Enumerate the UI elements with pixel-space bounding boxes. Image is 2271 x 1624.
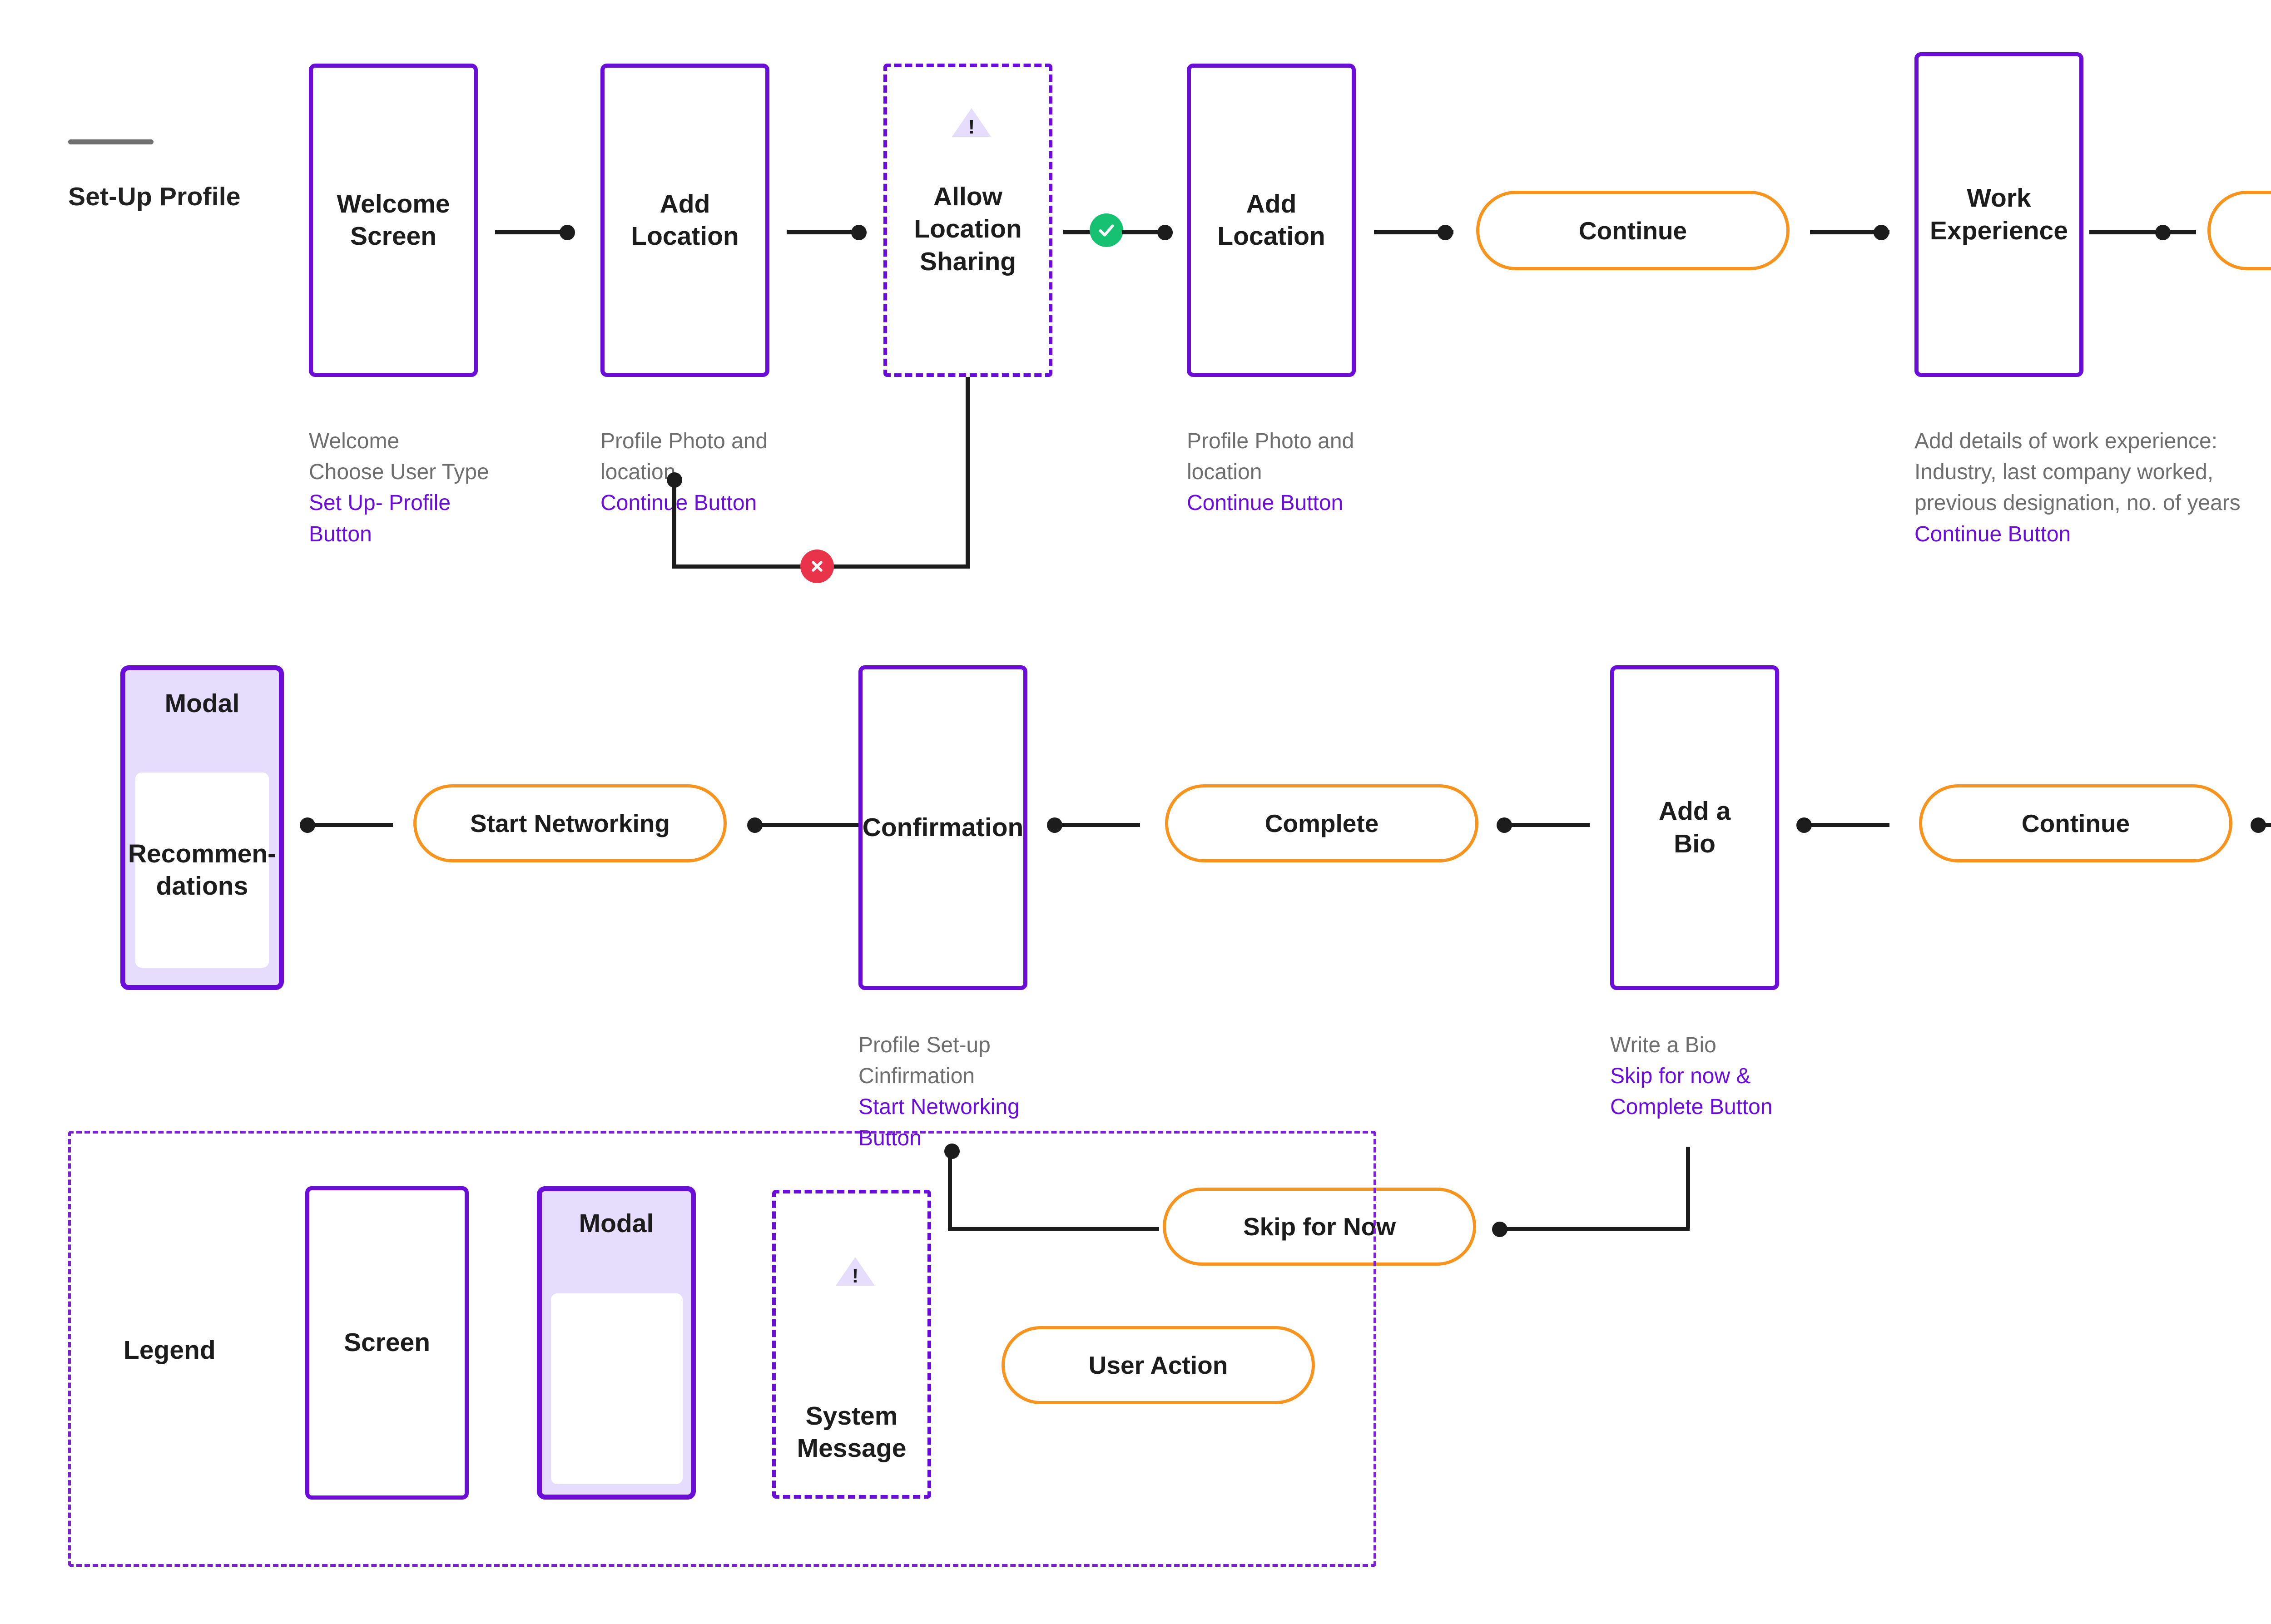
legend-system-message-label: System Message <box>797 1401 907 1463</box>
screen-add-location-2-label: Add Location <box>1217 189 1325 251</box>
modal-recommendations-title: Modal <box>164 689 240 718</box>
caption-add-location-2-text: Profile Photo and location <box>1187 429 1354 485</box>
action-continue-3[interactable]: Continue <box>1919 784 2232 862</box>
warning-triangle-icon <box>952 108 991 137</box>
screen-add-location-1[interactable]: Add Location <box>600 64 769 377</box>
caption-work-experience-accent: Continue Button <box>1914 522 2071 546</box>
connector-workexperience-to-continue2 <box>2089 230 2196 234</box>
connector-dot <box>560 225 575 240</box>
warning-exclamation: ! <box>968 116 975 138</box>
connector-addabio-to-continue3 <box>1805 823 1889 827</box>
connector-dot <box>1157 225 1173 240</box>
system-message-allow-location-sharing[interactable]: ! Allow Location Sharing <box>883 64 1052 377</box>
caption-work-experience-text: Add details of work experience: Industry… <box>1914 429 2241 515</box>
connector-dot <box>1438 225 1453 240</box>
screen-add-location-2[interactable]: Add Location <box>1187 64 1356 377</box>
legend-container <box>68 1131 1376 1567</box>
caption-add-a-bio-accent: Skip for now & Complete Button <box>1610 1064 1773 1119</box>
legend-modal-sample: Modal <box>537 1186 696 1500</box>
legend-modal-body <box>551 1293 683 1484</box>
action-skip-for-now-label: Skip for Now <box>1243 1213 1396 1241</box>
action-continue-3-label: Continue <box>2021 809 2130 837</box>
modal-recommendations-body: Recommen- dations <box>128 772 276 968</box>
action-start-networking-label: Start Networking <box>470 809 670 837</box>
legend-system-message-sample: ! System Message <box>772 1190 931 1499</box>
legend-modal-label: Modal <box>579 1209 654 1238</box>
caption-work-experience: Add details of work experience: Industry… <box>1914 395 2271 581</box>
screen-confirmation-label: Confirmation <box>862 812 1024 842</box>
connector-skip-left-horizontal <box>948 1227 1159 1231</box>
caption-confirmation: Profile Set-up Cinfirmation Start Networ… <box>858 999 1113 1185</box>
legend-screen-sample: Screen <box>305 1186 469 1500</box>
connector-welcome-to-addlocation <box>495 230 575 234</box>
connector-dot <box>1874 225 1889 240</box>
modal-recommendations-body-label: Recommen- dations <box>128 839 277 901</box>
action-continue-1-label: Continue <box>1578 216 1687 245</box>
section-rule <box>68 139 154 144</box>
action-complete-label: Complete <box>1264 809 1379 837</box>
caption-add-location-1-text: Profile Photo and location <box>600 429 768 485</box>
connector-skip-right-vertical <box>1686 1147 1690 1228</box>
caption-welcome-text: Welcome Choose User Type <box>309 429 489 485</box>
check-icon <box>1090 213 1123 247</box>
legend-user-action-sample: User Action <box>1002 1326 1315 1404</box>
system-message-label: Allow Location Sharing <box>914 182 1022 276</box>
connector-addlocation-to-allowsharing <box>787 230 866 234</box>
screen-add-a-bio[interactable]: Add a Bio <box>1610 665 1779 990</box>
legend-user-action-label: User Action <box>1088 1351 1228 1379</box>
caption-add-a-bio-text: Write a Bio <box>1610 1033 1716 1058</box>
connector-complete-to-addabio <box>1506 823 1590 827</box>
action-continue-2[interactable]: Continue <box>2207 191 2271 270</box>
connector-skip-right-horizontal <box>1499 1227 1690 1231</box>
action-skip-for-now[interactable]: Skip for Now <box>1163 1188 1476 1266</box>
warning-triangle-icon <box>836 1257 875 1286</box>
caption-confirmation-accent: Start Networking Button <box>858 1095 1020 1150</box>
connector-denied-up <box>672 475 676 568</box>
caption-add-a-bio: Write a Bio Skip for now & Complete Butt… <box>1610 999 1883 1154</box>
caption-confirmation-text: Profile Set-up Cinfirmation <box>858 1033 991 1089</box>
action-complete[interactable]: Complete <box>1165 784 1478 862</box>
connector-modal-to-startnetworking <box>309 823 393 827</box>
connector-continue-to-workexperience <box>1810 230 1889 234</box>
screen-confirmation[interactable]: Confirmation <box>858 665 1027 990</box>
caption-welcome-accent: Set Up- Profile Button <box>309 491 451 546</box>
action-start-networking[interactable]: Start Networking <box>413 784 727 862</box>
caption-add-location-1-accent: Continue Button <box>600 491 757 515</box>
connector-continue3-to-usagegoals <box>2260 823 2271 827</box>
caption-add-location-2: Profile Photo and location Continue Butt… <box>1187 395 1441 550</box>
caption-add-location-1: Profile Photo and location Continue Butt… <box>600 395 855 550</box>
modal-recommendations[interactable]: Modal Recommen- dations <box>120 665 284 990</box>
screen-work-experience-label: Work Experience <box>1929 183 2068 245</box>
action-continue-1[interactable]: Continue <box>1476 191 1790 270</box>
connector-dot <box>2155 225 2171 240</box>
screen-welcome[interactable]: Welcome Screen <box>309 64 478 377</box>
legend-screen-label: Screen <box>343 1328 431 1357</box>
connector-check-to-addlocation2 <box>1122 230 1172 234</box>
connector-startnetworking-to-confirmation <box>756 823 863 827</box>
connector-allowsharing-to-check <box>1063 230 1113 234</box>
connector-skip-left-vertical <box>948 1149 952 1231</box>
caption-add-location-2-accent: Continue Button <box>1187 491 1344 515</box>
connector-confirmation-to-complete <box>1056 823 1140 827</box>
connector-addlocation2-to-continue <box>1374 230 1453 234</box>
legend-title: Legend <box>124 1336 216 1365</box>
caption-welcome: Welcome Choose User Type Set Up- Profile… <box>309 395 563 581</box>
screen-welcome-label: Welcome Screen <box>337 189 450 251</box>
cross-icon <box>800 550 834 583</box>
connector-denied-down <box>966 377 970 568</box>
connector-dot <box>667 472 682 488</box>
warning-exclamation: ! <box>852 1265 859 1287</box>
screen-work-experience[interactable]: Work Experience <box>1914 52 2083 377</box>
screen-add-a-bio-label: Add a Bio <box>1658 797 1731 858</box>
screen-add-location-1-label: Add Location <box>631 189 739 251</box>
section-title: Set-Up Profile <box>68 182 241 211</box>
connector-dot <box>944 1144 960 1159</box>
connector-dot <box>851 225 867 240</box>
